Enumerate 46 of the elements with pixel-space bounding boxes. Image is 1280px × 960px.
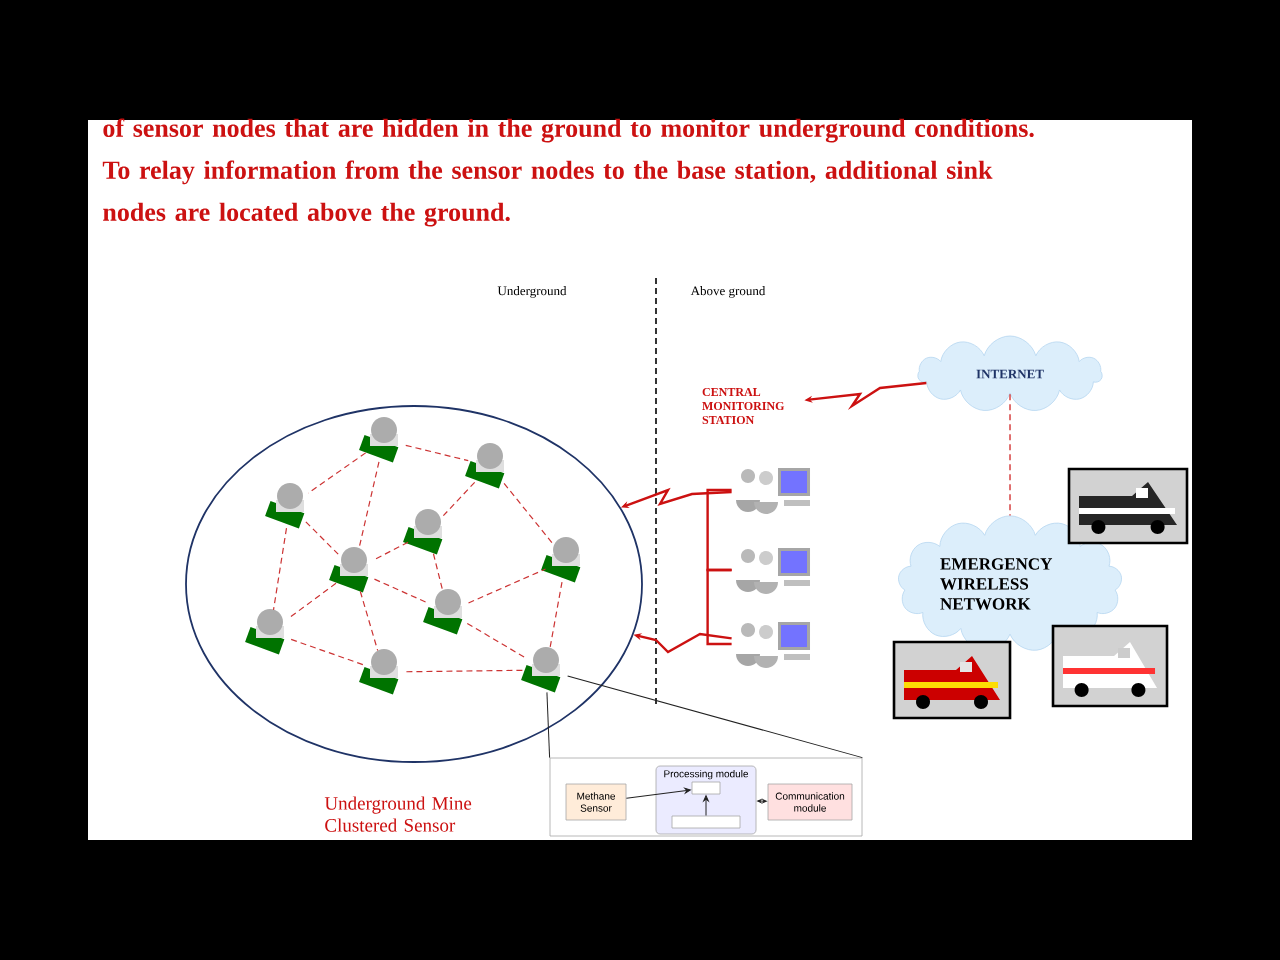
branch-line (706, 568, 732, 646)
sensor-cluster-ring (185, 405, 643, 763)
link-line (405, 444, 469, 462)
link-line (358, 461, 380, 549)
branch-line (706, 488, 732, 572)
paragraph: of sensor nodes that are hidden in the ground to monitor underground conditions. To relay information from the sensor nodes to the base station, additional sink nodes are located above the ground. (102, 118, 1034, 227)
workstation-drawing (736, 468, 810, 514)
link-line (287, 582, 337, 620)
leader-line (567, 675, 863, 759)
block-diagram-box (691, 781, 721, 795)
leader-line (546, 691, 551, 759)
sensor-drawing (521, 647, 561, 693)
sensor-drawing (465, 443, 505, 489)
link-line (373, 578, 429, 604)
link-line (305, 521, 339, 555)
link-line (432, 553, 444, 591)
fire-truck-drawing (892, 640, 1012, 720)
sensor-drawing (265, 483, 305, 529)
link-line (466, 622, 528, 660)
link-line (272, 527, 288, 611)
ambulance-drawing (1051, 624, 1169, 708)
block-diagram-box (671, 815, 741, 829)
sensor-drawing (329, 547, 369, 593)
sensor-drawing (541, 537, 581, 583)
workstation-drawing (736, 622, 810, 668)
link-line (290, 638, 364, 666)
caption-text: Underground Mine Clustered Sensor (324, 796, 472, 832)
arrow (625, 787, 691, 799)
sensor-drawing (423, 589, 463, 635)
link-line (307, 452, 367, 494)
link-line (503, 482, 553, 544)
link-line (405, 669, 525, 673)
link-line (373, 541, 409, 561)
arrow (703, 795, 709, 817)
sensor-drawing (359, 417, 399, 463)
link-line (359, 590, 379, 652)
sensor-drawing (359, 649, 399, 695)
sensor-drawing (245, 609, 285, 655)
link-line (442, 481, 476, 517)
sensor-drawing (403, 509, 443, 555)
network-cloud: EMERGENCY WIRELESS NETWORK (898, 515, 1122, 651)
link-line (549, 581, 563, 649)
car-drawing (1067, 467, 1189, 545)
link-line (467, 568, 547, 604)
arrow (757, 799, 767, 803)
workstation-drawing (736, 548, 810, 594)
